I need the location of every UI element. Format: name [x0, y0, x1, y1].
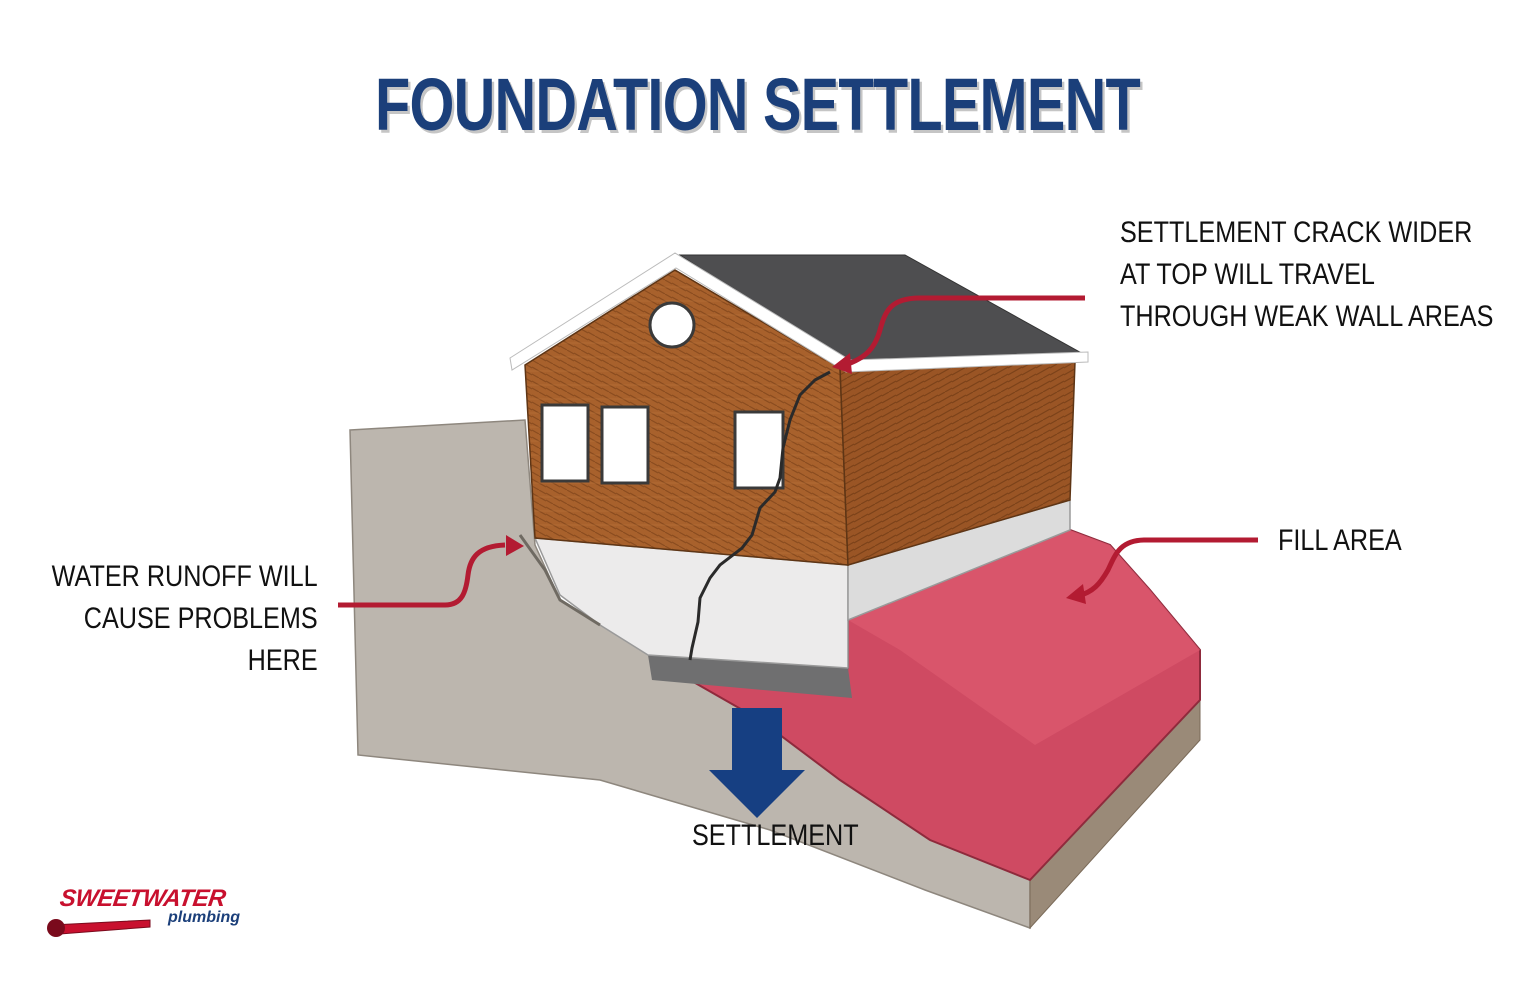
crack-callout-arrow — [844, 295, 1085, 368]
wrench-head-icon — [47, 919, 65, 937]
water-runoff-label: WATER RUNOFF WILL CAUSE PROBLEMS HERE — [52, 556, 318, 682]
crack-callout-line-3: THROUGH WEAK WALL AREAS — [1120, 300, 1494, 333]
window-1 — [540, 403, 590, 483]
water-callout-arrowhead — [506, 535, 524, 556]
crack-callout-line-1: SETTLEMENT CRACK WIDER — [1120, 216, 1473, 249]
water-runoff-line-1: WATER RUNOFF WILL — [52, 560, 318, 593]
fill-top-surface — [848, 530, 1200, 745]
water-runoff-line-2: CAUSE PROBLEMS — [84, 602, 318, 635]
crack-callout-arrowhead — [832, 353, 852, 374]
fill-callout-arrowhead — [1066, 584, 1086, 604]
sweetwater-logo: SWEETWATER plumbing — [46, 885, 286, 945]
water-runoff-line-3: HERE — [247, 644, 318, 677]
settlement-label: SETTLEMENT — [692, 819, 859, 852]
water-callout-arrow — [338, 542, 506, 608]
window-3 — [733, 410, 785, 490]
fill-callout-arrow — [1077, 537, 1258, 599]
roof-eave — [509, 252, 1089, 373]
fill-area-label: FILL AREA — [1278, 524, 1402, 557]
page-title: FOUNDATION SETTLEMENT — [375, 63, 1141, 146]
settlement-crack — [688, 370, 831, 661]
crack-callout-line-2: AT TOP WILL TRAVEL — [1120, 258, 1375, 291]
logo-subtitle: plumbing — [168, 909, 240, 926]
window-2 — [600, 405, 650, 485]
soil-edge-crack — [518, 534, 601, 627]
crack-callout-label: SETTLEMENT CRACK WIDER AT TOP WILL TRAVE… — [1120, 212, 1493, 338]
foundation-footing — [648, 655, 852, 698]
round-window — [648, 301, 696, 349]
settlement-arrow — [709, 708, 805, 818]
